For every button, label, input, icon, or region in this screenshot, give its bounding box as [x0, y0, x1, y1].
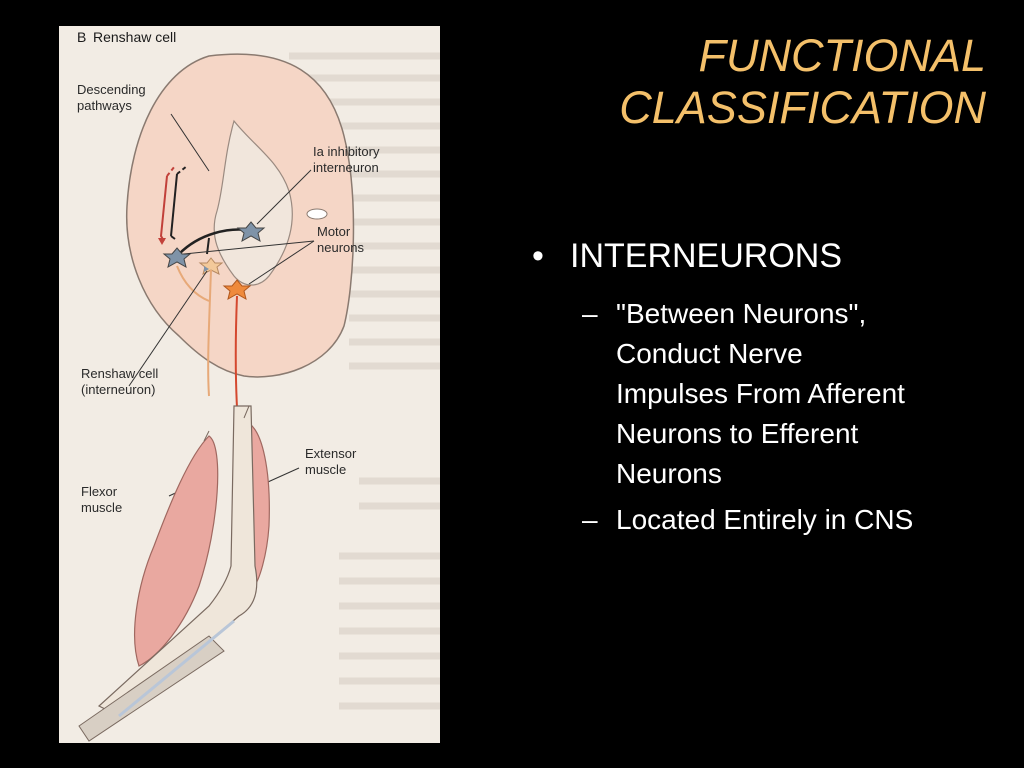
slide-title-line-2: CLASSIFICATION	[619, 82, 986, 133]
gray-matter	[213, 119, 293, 286]
slide-title-line-1: FUNCTIONAL	[698, 30, 986, 81]
sub-bullet-glyph: –	[582, 298, 598, 329]
label-flexor-1: Flexor	[81, 484, 118, 499]
renshaw-cell-figure: B Renshaw cell Descending pathways Ia in…	[59, 26, 440, 743]
label-renshaw-1: Renshaw cell	[81, 366, 158, 381]
label-extensor-2: muscle	[305, 462, 346, 477]
label-ia-2: interneuron	[313, 160, 379, 175]
sub-bullet-text: Located Entirely in CNS	[616, 504, 914, 535]
bullet-text: INTERNEURONS	[570, 237, 843, 275]
label-flexor-2: muscle	[81, 500, 122, 515]
label-extensor-1: Extensor	[305, 446, 357, 461]
sub-bullet-item: – "Between Neurons", Conduct Nerve Impul…	[582, 294, 1002, 494]
panel-letter: B	[77, 29, 86, 45]
motor-neuron-orange	[222, 279, 252, 300]
ia-interneuron-blue	[236, 221, 266, 242]
sub-bullet-text: "Between Neurons", Conduct Nerve Impulse…	[616, 298, 905, 489]
sub-bullet-item: – Located Entirely in CNS	[582, 500, 1002, 540]
renshaw-axon	[207, 269, 212, 397]
panel-title: Renshaw cell	[93, 29, 176, 45]
label-motor-2: neurons	[317, 240, 364, 255]
flexor-muscle-shape	[134, 435, 219, 667]
label-motor-1: Motor	[317, 224, 351, 239]
slide-content: • INTERNEURONS – "Between Neurons", Cond…	[532, 236, 1002, 540]
slide-title: FUNCTIONAL CLASSIFICATION	[619, 30, 986, 134]
renshaw-diagram: B Renshaw cell Descending pathways Ia in…	[77, 29, 440, 742]
bullet-item: • INTERNEURONS	[532, 236, 1002, 276]
label-ia-1: Ia inhibitory	[313, 144, 380, 159]
bullet-glyph: •	[532, 237, 544, 275]
sub-bullet-glyph: –	[582, 504, 598, 535]
label-descending-2: pathways	[77, 98, 132, 113]
label-renshaw-2: (interneuron)	[81, 382, 155, 397]
label-descending-1: Descending	[77, 82, 146, 97]
sub-bullet-list: – "Between Neurons", Conduct Nerve Impul…	[532, 294, 1002, 540]
